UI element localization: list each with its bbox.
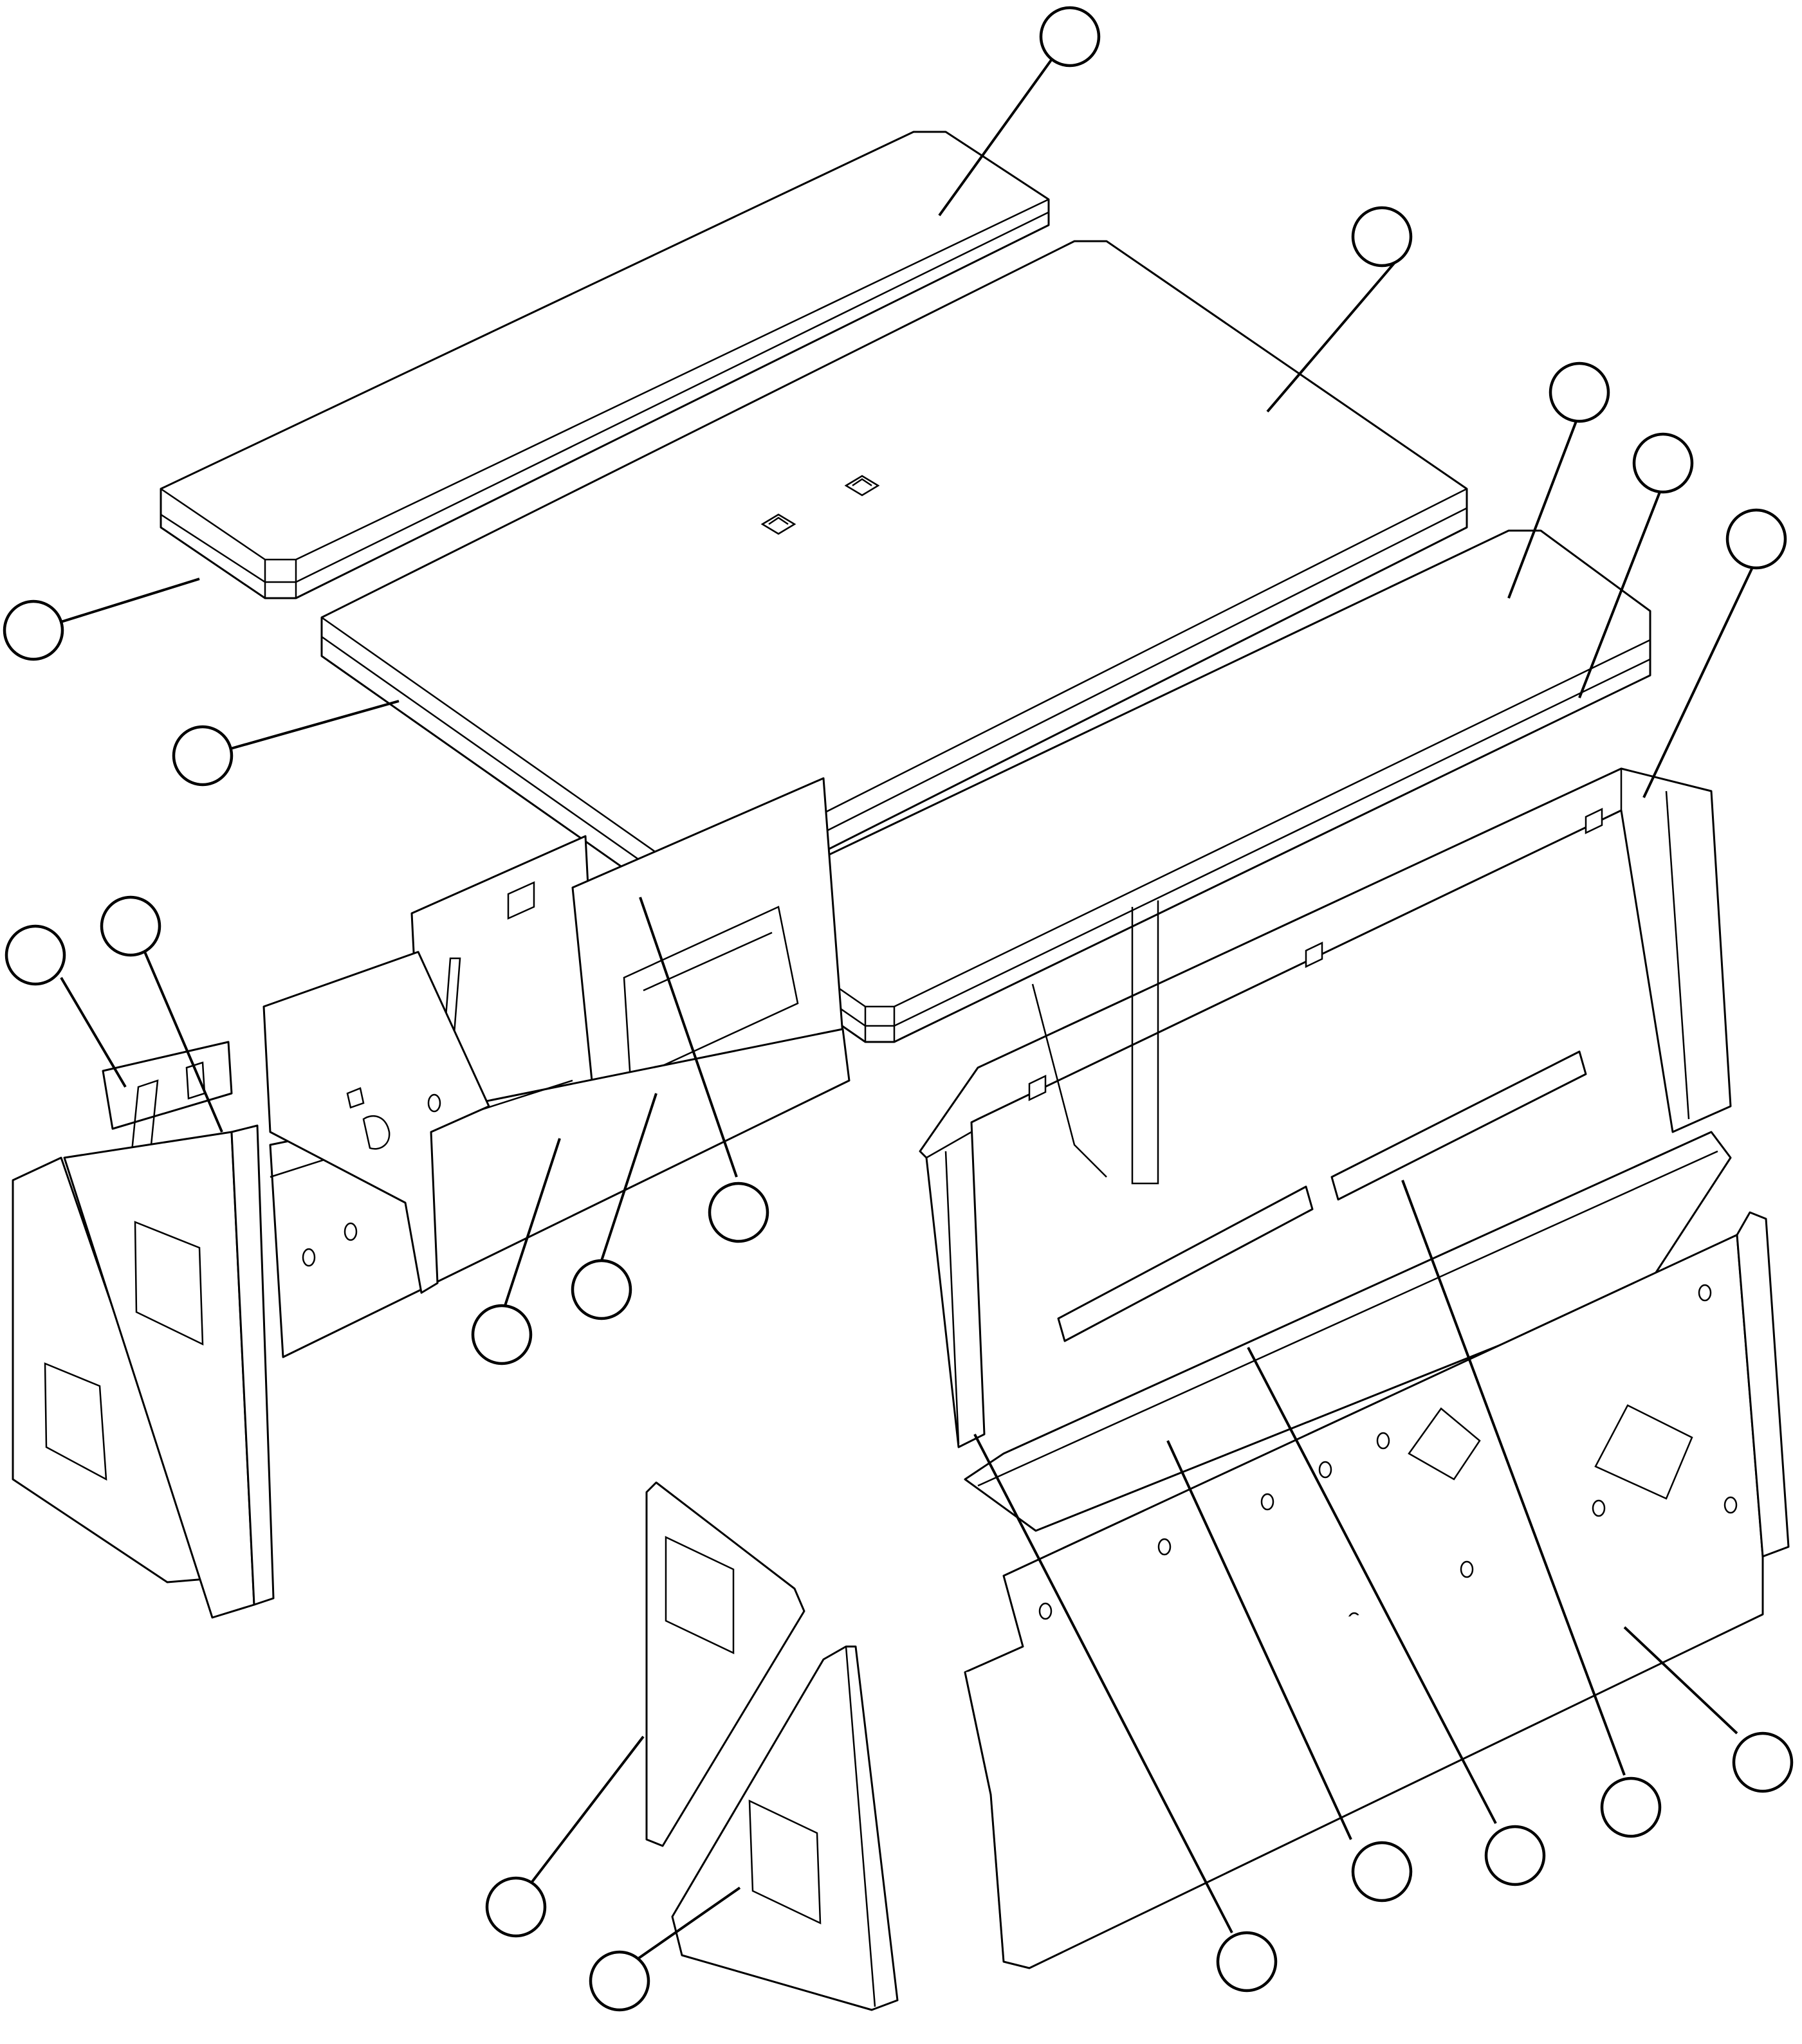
stretcher-left	[1057, 1185, 1314, 1342]
callout-circle	[172, 725, 234, 787]
stretcher-right	[1330, 1050, 1587, 1201]
callout-circle	[1039, 6, 1101, 68]
bench-support-frame	[919, 767, 1732, 1448]
callout-circle	[5, 924, 66, 986]
left-leg-assembly	[12, 1041, 275, 1619]
leader-line	[1507, 421, 1577, 599]
leader-line	[1623, 1626, 1738, 1735]
leader-line	[938, 53, 1056, 217]
callout-circle	[708, 1182, 769, 1243]
loose-leg-panel-front	[671, 1645, 899, 2011]
leader-lines	[54, 53, 1754, 1963]
callout-circle	[1732, 1731, 1794, 1793]
callout-circle	[589, 1950, 650, 2012]
callout-circle	[100, 895, 161, 957]
callouts	[3, 6, 1794, 2012]
leader-line	[1401, 1180, 1626, 1776]
leader-line	[60, 976, 127, 1088]
callout-circle	[1216, 1931, 1278, 1993]
callout-circle	[471, 1304, 533, 1365]
leader-line	[639, 897, 738, 1178]
leader-line	[1578, 491, 1661, 698]
leader-line	[228, 700, 400, 751]
callout-circle	[1484, 1825, 1546, 1886]
leader-line	[973, 1434, 1233, 1933]
side-bracket-plate	[262, 951, 490, 1294]
leader-line	[143, 951, 223, 1133]
table-top-bolt-hole	[760, 513, 796, 535]
seat-support-rail	[964, 1131, 1732, 1532]
front-side-panel	[964, 1211, 1790, 1969]
callout-circle	[1600, 1776, 1662, 1838]
leader-line	[1266, 256, 1401, 413]
leader-line	[600, 1093, 657, 1261]
leader-line	[54, 578, 200, 625]
leader-line	[1642, 565, 1754, 798]
callout-circle	[1549, 361, 1610, 423]
back-bench-seat	[160, 131, 1050, 599]
callout-circle	[1351, 1841, 1413, 1903]
callout-circle	[571, 1259, 632, 1320]
callout-circle	[1725, 508, 1787, 570]
callout-circle	[1351, 206, 1413, 268]
callout-circle	[485, 1876, 547, 1938]
leader-line	[526, 1735, 645, 1889]
loose-leg-panel-back	[645, 1481, 805, 1847]
leader-line	[504, 1138, 561, 1306]
callout-circle	[1632, 432, 1694, 494]
leader-line	[1166, 1440, 1352, 1840]
callout-circle	[3, 599, 64, 661]
leader-line	[632, 1886, 741, 1963]
leader-line	[1247, 1347, 1497, 1824]
table-top-bolt-hole	[844, 475, 880, 497]
